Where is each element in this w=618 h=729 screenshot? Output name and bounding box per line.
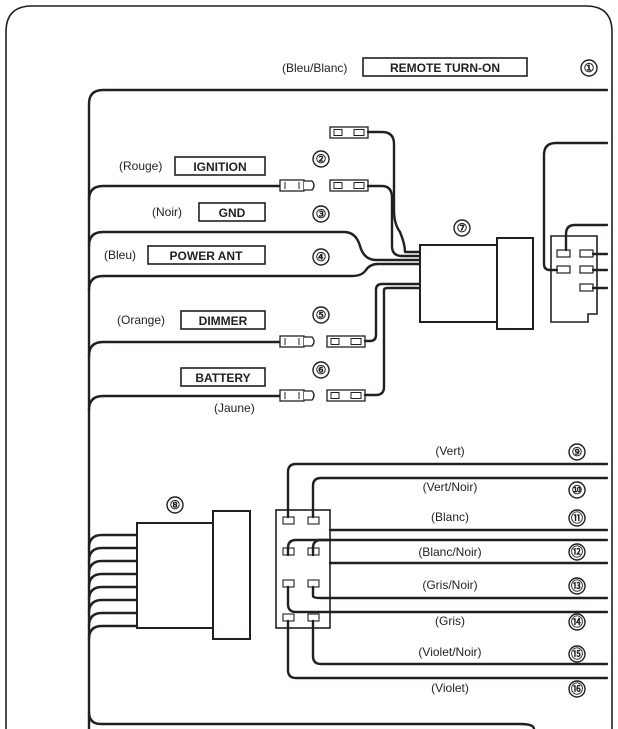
wire-15-num: ⑮ <box>571 646 583 661</box>
wire-3-color: (Noir) <box>152 205 182 219</box>
wire-11-badge <box>568 509 586 527</box>
wire-5-badge <box>312 306 330 324</box>
wire-10-num: ⑩ <box>572 483 583 497</box>
wire-16-num: ⑯ <box>571 681 583 696</box>
wire-16-color: (Violet) <box>431 681 469 695</box>
wire-13-badge <box>568 577 586 595</box>
wire-6-function: BATTERY <box>195 371 250 385</box>
spare-connector-icon <box>329 126 369 139</box>
connector-8-badge <box>166 496 184 514</box>
dimmer-lead-line <box>363 282 422 343</box>
wire-3-badge <box>312 205 330 223</box>
wire-4-num: ④ <box>316 250 327 264</box>
wire-1-function: REMOTE TURN-ON <box>390 61 500 75</box>
wire-1-color: (Bleu/Blanc) <box>282 61 347 75</box>
battery-lead-line <box>363 286 422 397</box>
wire-5-color: (Orange) <box>117 313 165 327</box>
wire-4-label-box <box>147 245 266 265</box>
ignition-lead-line <box>366 184 422 258</box>
connector-7-badge <box>453 219 471 237</box>
socket-loop-wire <box>542 141 609 272</box>
wire-3-line <box>87 230 422 262</box>
dimmer-connector-male-icon <box>326 335 366 348</box>
wire-3-label-box <box>198 202 266 222</box>
socket-pin <box>579 249 594 258</box>
wire-5-line <box>87 340 282 358</box>
wire-2-badge <box>312 150 330 168</box>
wire-16-badge <box>568 680 586 698</box>
wire-4-line <box>87 262 422 292</box>
wire-14-badge <box>568 613 586 631</box>
wire-6-line <box>87 394 282 412</box>
speaker-socket-wires <box>286 462 609 680</box>
wire-6-badge <box>312 361 330 379</box>
wire-5-label-box <box>180 310 266 330</box>
wire-1-label-box <box>362 57 528 77</box>
wire-3-num: ③ <box>316 207 327 221</box>
wire-2-line <box>87 184 282 202</box>
wire-14-num: ⑭ <box>571 614 583 629</box>
wire-1-badge <box>580 59 598 77</box>
head-unit-socket <box>550 235 598 323</box>
speaker-harness-plug-head <box>212 510 251 640</box>
wire-12-badge <box>568 543 586 561</box>
socket-pin <box>579 265 594 274</box>
wire-2-label-box <box>174 156 266 176</box>
battery-connector-male-icon <box>326 389 366 402</box>
wire-1-line <box>87 88 609 729</box>
socket-pin <box>556 265 571 274</box>
connector-8-num: ⑧ <box>170 498 181 512</box>
wire-13-color: (Gris/Noir) <box>422 578 477 592</box>
ignition-connector-female-icon <box>279 179 315 192</box>
main-harness-plug-head <box>496 237 534 330</box>
socket-pin <box>556 249 571 258</box>
speaker-harness-plug <box>136 522 217 629</box>
wire-11-color: (Blanc) <box>431 510 469 524</box>
wire-4-color: (Bleu) <box>104 248 136 262</box>
wire-12-color: (Blanc/Noir) <box>418 545 481 559</box>
main-harness-plug <box>419 244 501 323</box>
ignition-connector-male-icon <box>329 179 369 192</box>
speaker-socket <box>275 509 331 629</box>
wire-2-color: (Rouge) <box>119 159 162 173</box>
wire-5-num: ⑤ <box>316 308 327 322</box>
wire-6-num: ⑥ <box>316 363 327 377</box>
wire-9-color: (Vert) <box>435 444 464 458</box>
wire-4-function: POWER ANT <box>170 249 244 263</box>
wire-1-num: ① <box>584 61 595 75</box>
wire-11-num: ⑪ <box>571 510 583 525</box>
socket-pin <box>579 283 594 292</box>
wire-12-num: ⑫ <box>571 544 583 559</box>
wire-4-badge <box>312 248 330 266</box>
socket-wire <box>564 223 609 252</box>
speaker-harness-leads <box>87 533 139 641</box>
wire-9-num: ⑨ <box>572 445 583 459</box>
wire-10-color: (Vert/Noir) <box>423 480 478 494</box>
wire-13-num: ⑬ <box>571 578 583 593</box>
wire-5-function: DIMMER <box>199 314 248 328</box>
connector-7-num: ⑦ <box>457 221 468 235</box>
wire-3-function: GND <box>219 206 246 220</box>
wire-2-num: ② <box>316 152 327 166</box>
wire-2-function: IGNITION <box>193 160 246 174</box>
wire-15-color: (Violet/Noir) <box>418 645 481 659</box>
speaker-wire-labels: (Vert) ⑨ (Vert/Noir) ⑩ (Blanc) ⑪ (Blanc/… <box>418 443 586 698</box>
wire-10-badge <box>568 481 586 499</box>
diagram-frame <box>5 5 613 729</box>
wire-9-badge <box>568 443 586 461</box>
dimmer-connector-female-icon <box>279 335 315 348</box>
wire-14-color: (Gris) <box>435 614 465 628</box>
wire-6-label-box <box>180 367 266 387</box>
spare-wire-line <box>366 130 422 254</box>
battery-connector-female-icon <box>279 389 315 402</box>
wire-6-color: (Jaune) <box>214 401 255 415</box>
bottom-wire-line <box>87 710 536 729</box>
wire-15-badge <box>568 645 586 663</box>
